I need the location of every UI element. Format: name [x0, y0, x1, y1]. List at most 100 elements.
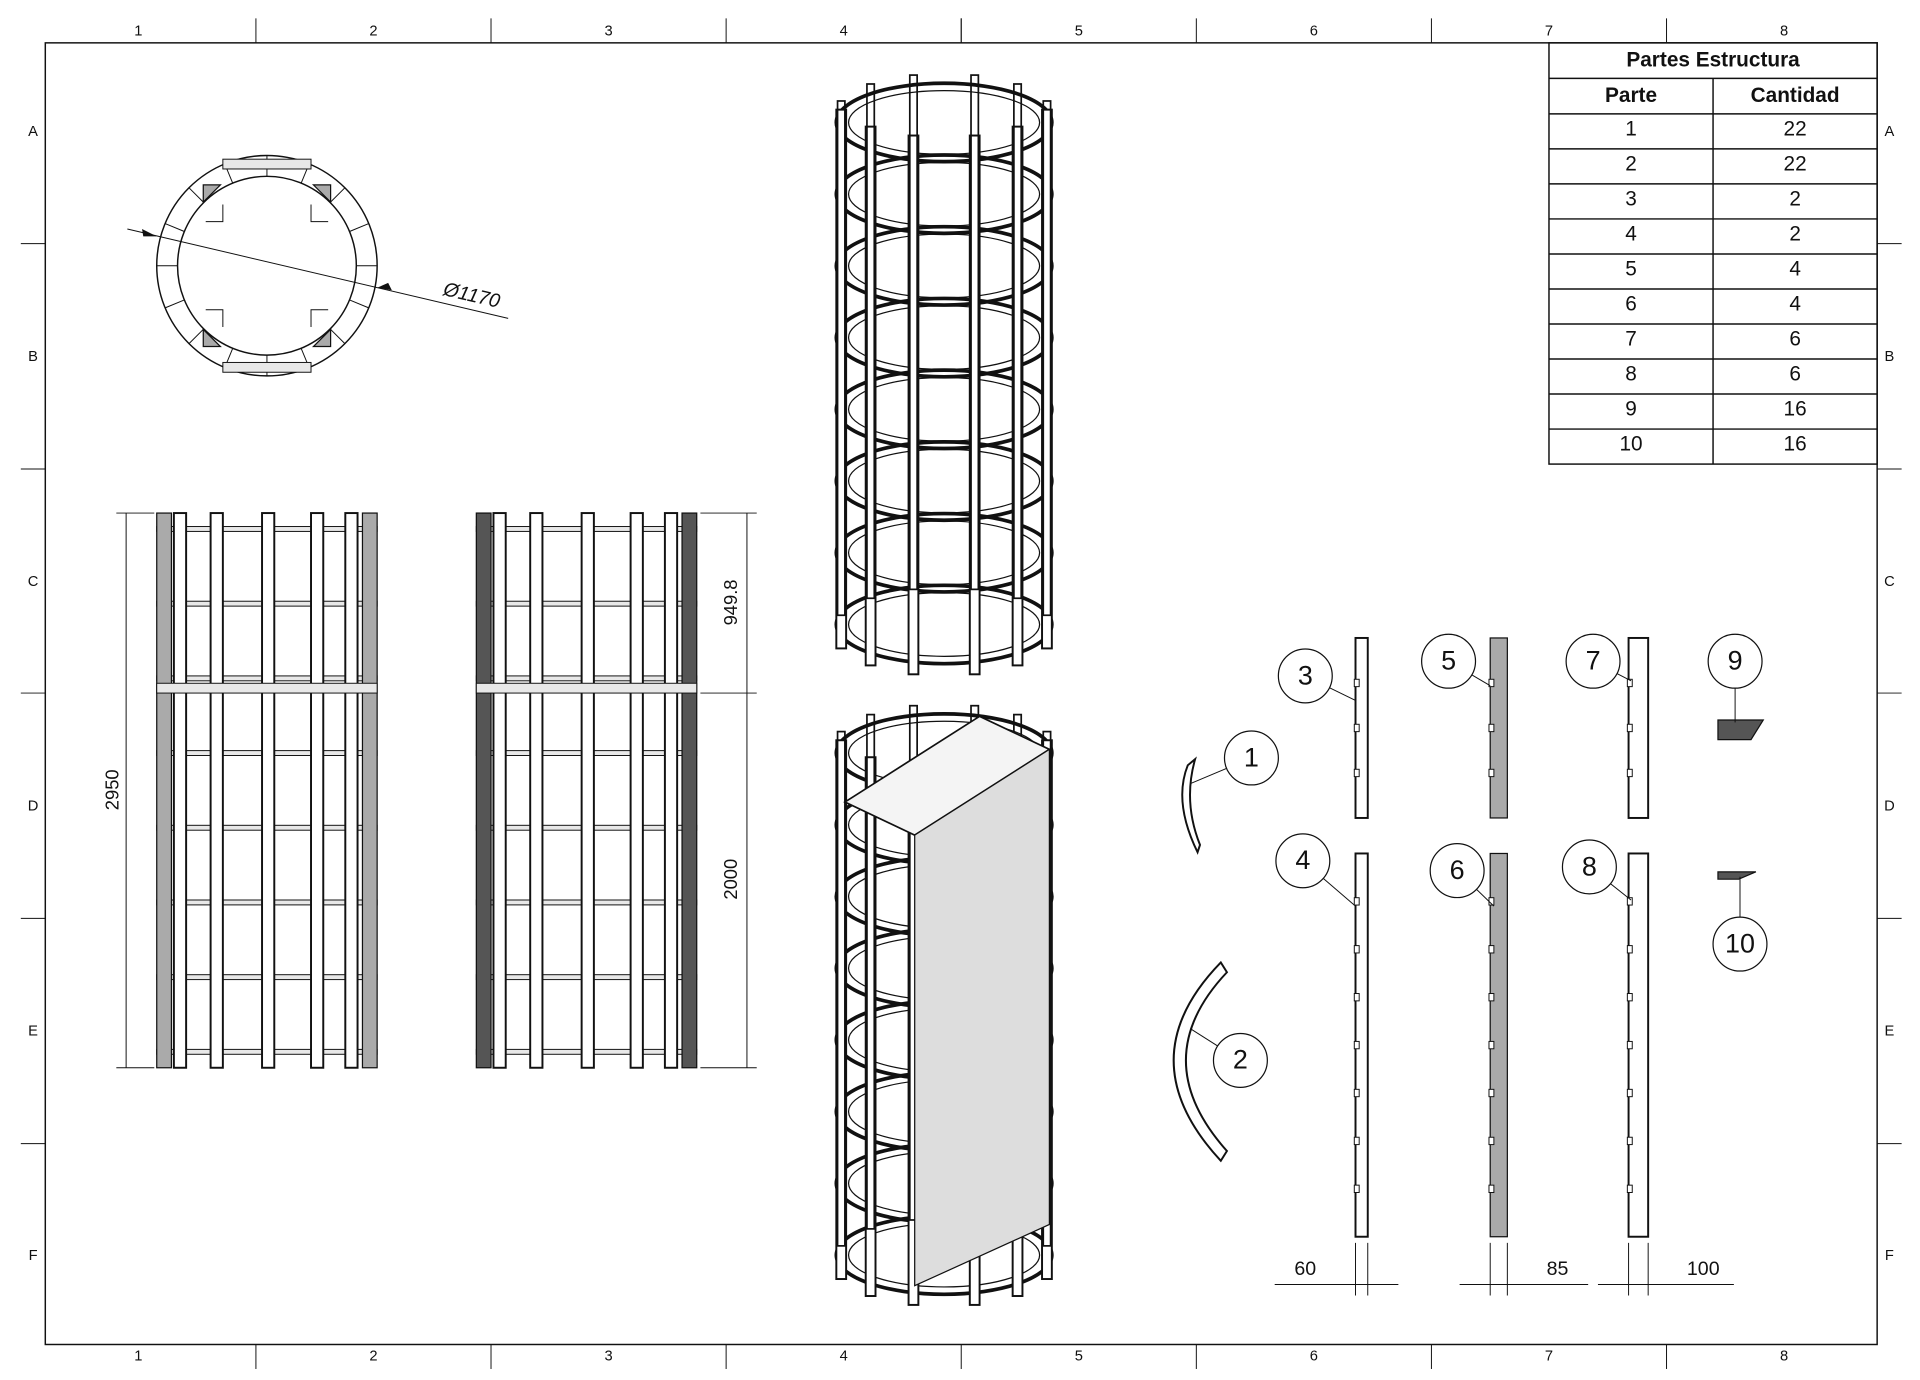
cross-outline [310, 309, 329, 327]
notch [1488, 1184, 1495, 1193]
notch [1626, 678, 1633, 688]
top-view-circle: Ø1170 [127, 154, 509, 377]
row-label: D [28, 799, 39, 815]
table-cell-cantidad: 4 [1789, 257, 1801, 280]
notch [1488, 723, 1495, 733]
part-7 [1626, 636, 1650, 819]
ring-inner [847, 592, 1041, 657]
row-label: C [1884, 574, 1895, 590]
balloon-number: 9 [1728, 646, 1743, 676]
table-cell-cantidad: 6 [1789, 362, 1801, 385]
notch [1353, 993, 1360, 1002]
notch [1626, 945, 1633, 954]
back-stave [1013, 83, 1023, 600]
column-label: 3 [604, 1349, 612, 1365]
table-cell-parte: 6 [1625, 292, 1637, 315]
balloon-circle [1275, 833, 1331, 889]
balloon-circle [1561, 839, 1617, 895]
column-label: 6 [1310, 24, 1318, 40]
balloon-number: 6 [1450, 855, 1465, 885]
balloon-1: 1 [1190, 730, 1279, 786]
table-cell-parte: 1 [1625, 117, 1637, 140]
part-10 [1717, 871, 1757, 880]
notch [1488, 678, 1495, 688]
diameter-line [127, 228, 509, 319]
dim-2950: 2950 [102, 769, 123, 810]
notch [1353, 678, 1360, 688]
balloon-5: 5 [1421, 633, 1491, 689]
table-cell-parte: 3 [1625, 187, 1637, 210]
ring-joint [329, 328, 346, 344]
part-3 [1353, 636, 1369, 819]
table-cell-cantidad: 16 [1784, 397, 1807, 420]
row-label: E [1884, 1023, 1894, 1039]
vertical-stave [529, 512, 544, 1069]
notch [1488, 993, 1495, 1002]
notch [1488, 945, 1495, 954]
table-cell-cantidad: 6 [1789, 327, 1801, 350]
vertical-stave [663, 512, 679, 1069]
balloon-circle [1707, 633, 1763, 689]
vertical-stave [310, 512, 325, 1069]
ring-joint [349, 299, 369, 309]
dim-width-60: 60 [1294, 1258, 1316, 1280]
column-label: 4 [840, 1349, 848, 1365]
part-9 [1717, 719, 1765, 741]
notch [1353, 768, 1360, 778]
column-label: 5 [1075, 24, 1083, 40]
notch [1626, 768, 1633, 778]
ring-inner [847, 233, 1041, 299]
balloon-number: 5 [1441, 646, 1456, 676]
vertical-stave [580, 512, 595, 1069]
notch [1626, 1088, 1633, 1098]
corner-bracket [311, 184, 332, 204]
side-stave [681, 512, 698, 1069]
ring-joint [188, 187, 205, 203]
table-cell-parte: 10 [1619, 432, 1642, 455]
notch [1353, 1136, 1360, 1146]
balloon-number: 7 [1586, 646, 1601, 676]
balloon-9: 9 [1707, 633, 1763, 723]
ring-inner [847, 376, 1041, 442]
column-label: 4 [840, 24, 848, 40]
ring-joint [188, 328, 205, 344]
balloon-circle [1421, 633, 1477, 689]
back-stave [1042, 100, 1052, 617]
vertical-stave [209, 512, 224, 1069]
balloon-2: 2 [1189, 1028, 1268, 1088]
dim-width-85: 85 [1547, 1258, 1569, 1280]
row-label: A [28, 124, 38, 140]
table-cell-parte: 5 [1625, 257, 1637, 280]
column-label: 2 [369, 24, 377, 40]
back-stave [908, 74, 918, 591]
isometric-view-bottom [834, 704, 1054, 1306]
corner-bracket [311, 327, 332, 348]
back-stave [836, 100, 846, 617]
vertical-stave [492, 512, 507, 1069]
row-label: D [1884, 799, 1895, 815]
table-cell-cantidad: 2 [1789, 222, 1801, 245]
column-label: 1 [134, 24, 142, 40]
notch [1626, 1184, 1633, 1193]
ring-inner [847, 448, 1041, 514]
table-cell-cantidad: 16 [1784, 432, 1807, 455]
front-view [156, 512, 378, 1069]
vertical-stave [629, 512, 644, 1069]
stave [835, 108, 848, 650]
notch [1626, 897, 1633, 906]
balloon-7: 7 [1565, 633, 1632, 689]
column-label: 8 [1780, 1349, 1788, 1365]
front-view [475, 512, 698, 1069]
cross-outline [205, 309, 224, 327]
part-6 [1488, 852, 1508, 1238]
balloon-number: 2 [1233, 1045, 1248, 1075]
notch [1488, 768, 1495, 778]
ring-inner [847, 90, 1041, 155]
arrowhead [377, 282, 392, 291]
back-stave [866, 713, 876, 1230]
part-4 [1353, 852, 1369, 1238]
balloon-6: 6 [1429, 843, 1495, 907]
ring-joint [329, 187, 346, 203]
notch [1626, 723, 1633, 733]
